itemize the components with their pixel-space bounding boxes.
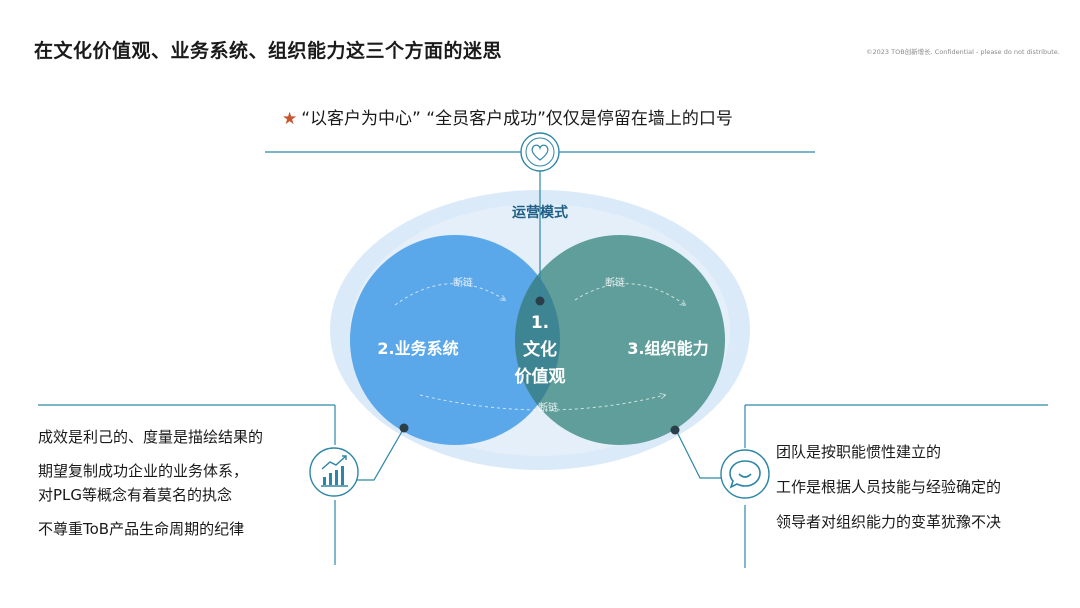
right-note-3: 领导者对组织能力的变革犹豫不决 [776, 513, 1002, 531]
left-circle [350, 235, 560, 445]
chart-icon [309, 447, 359, 497]
top-slogan-text: “以客户为中心” “全员客户成功”仅仅是停留在墙上的口号 [301, 109, 733, 129]
left-note-1: 成效是利己的、度量是描绘结果的 [38, 428, 264, 446]
break-label-left: 断链 [453, 276, 473, 289]
right-note-2: 工作是根据人员技能与经验确定的 [776, 478, 1002, 496]
break-arc-bottom [419, 395, 665, 411]
right-circle-label: 3.组织能力 [627, 339, 708, 358]
right-notes: 团队是按职能惯性建立的 工作是根据人员技能与经验确定的 领导者对组织能力的变革犹… [776, 435, 1001, 540]
page-title: 在文化价值观、业务系统、组织能力这三个方面的迷思 [34, 40, 503, 62]
left-dot [399, 423, 409, 433]
left-note-2: 期望复制成功企业的业务体系， [38, 462, 249, 480]
center-label-line-2: 文化 [523, 339, 557, 360]
left-notes: 成效是利己的、度量是描绘结果的 期望复制成功企业的业务体系， 对PLG等概念有着… [38, 425, 263, 541]
break-label-bottom: 断链 [538, 401, 558, 414]
right-note-1: 团队是按职能惯性建立的 [776, 443, 942, 461]
copyright-notice: ©2023 TOB创新增长. Confidential - please do … [866, 48, 1060, 56]
top-slogan: ★“以客户为中心” “全员客户成功”仅仅是停留在墙上的口号 [282, 104, 733, 129]
left-note-4: 不尊重ToB产品生命周期的纪律 [38, 520, 245, 538]
outer-label: 运营模式 [512, 204, 568, 221]
right-connector [674, 427, 722, 479]
center-label-line-3: 价值观 [515, 366, 566, 387]
heart-icon [520, 132, 560, 172]
center-dot [535, 296, 545, 306]
left-circle-label: 2.业务系统 [377, 339, 458, 358]
break-label-right: 断链 [605, 276, 625, 289]
center-label-line-1: 1. [531, 313, 549, 333]
chat-icon [720, 449, 770, 499]
break-arc-right [574, 283, 685, 305]
right-circle [515, 235, 725, 445]
break-arc-left [394, 283, 505, 306]
star-icon: ★ [282, 109, 298, 129]
left-note-3: 对PLG等概念有着莫名的执念 [38, 486, 233, 504]
right-dot [670, 425, 680, 435]
